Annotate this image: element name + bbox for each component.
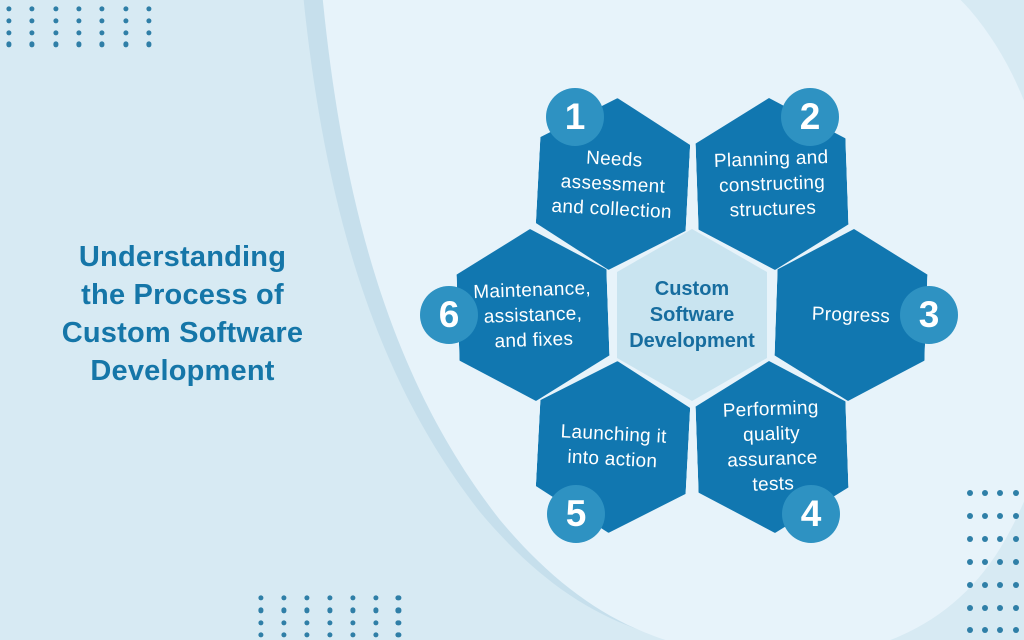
dot (53, 6, 59, 12)
dot (967, 512, 973, 519)
dot (122, 30, 129, 36)
dot (997, 604, 1004, 611)
dot (997, 581, 1004, 588)
dot (372, 620, 379, 626)
dot (146, 6, 152, 12)
dot (327, 632, 333, 638)
dot (372, 595, 379, 601)
dot (982, 627, 989, 634)
page-title: Understanding the Process of Custom Soft… (61, 241, 304, 387)
dot (99, 41, 105, 47)
step-number-badge-2: 2 (781, 88, 839, 146)
step-number-badge-5: 5 (547, 485, 605, 543)
dot (76, 18, 82, 24)
dot (146, 30, 152, 36)
dot (967, 535, 973, 542)
dot (982, 581, 989, 588)
dot (982, 512, 989, 519)
dot (53, 18, 59, 24)
dot (350, 620, 356, 626)
dot (1012, 581, 1019, 588)
dot (327, 595, 333, 601)
dot (53, 41, 59, 47)
dot (146, 41, 152, 47)
dot (967, 627, 973, 634)
dot (1012, 490, 1019, 496)
dot (99, 6, 105, 12)
dot (967, 490, 973, 496)
center-label: Custom Software Development (629, 278, 755, 352)
dot (997, 627, 1004, 634)
dot (281, 632, 287, 638)
dot (6, 6, 12, 12)
dot (99, 18, 105, 24)
dot (982, 535, 989, 542)
dot (29, 18, 35, 24)
dot (6, 18, 12, 24)
dot (76, 41, 82, 47)
dot (258, 632, 264, 638)
dot (982, 490, 989, 496)
dot (76, 30, 82, 36)
dot (967, 604, 973, 611)
dot (76, 6, 82, 12)
dot (982, 604, 989, 611)
dot (372, 607, 379, 613)
dot (29, 30, 35, 36)
dot (997, 535, 1004, 542)
dot (395, 632, 401, 638)
dot (327, 620, 333, 626)
dot (122, 41, 129, 47)
dot (258, 620, 264, 626)
dot (1012, 604, 1019, 611)
dot (258, 607, 264, 613)
dot (350, 595, 356, 601)
dot (1012, 558, 1019, 565)
dot (281, 607, 287, 613)
dot (1012, 512, 1019, 519)
dot (281, 595, 287, 601)
dot (6, 30, 12, 36)
dot (304, 607, 310, 613)
dot (967, 558, 973, 565)
dot (997, 490, 1004, 496)
dot (304, 632, 310, 638)
step-number-badge-6: 6 (420, 286, 478, 344)
dot (29, 6, 35, 12)
dot (997, 558, 1004, 565)
dot (29, 41, 35, 47)
dot (982, 558, 989, 565)
dot (395, 607, 401, 613)
dot (53, 30, 59, 36)
dot (395, 595, 401, 601)
dot (395, 620, 401, 626)
dot (99, 30, 105, 36)
dot (350, 632, 356, 638)
step-number-badge-3: 3 (900, 286, 958, 344)
dot (1012, 627, 1019, 634)
dot (304, 620, 310, 626)
dot (258, 595, 264, 601)
dot (327, 607, 333, 613)
dot (304, 595, 310, 601)
dot (350, 607, 356, 613)
dot (372, 632, 379, 638)
step-number-badge-1: 1 (546, 88, 604, 146)
dot (122, 6, 129, 12)
dot (281, 620, 287, 626)
dot (997, 512, 1004, 519)
dot (1012, 535, 1019, 542)
step-number-badge-4: 4 (782, 485, 840, 543)
dot (967, 581, 973, 588)
dot (6, 41, 12, 47)
dot (146, 18, 152, 24)
dot (122, 18, 129, 24)
